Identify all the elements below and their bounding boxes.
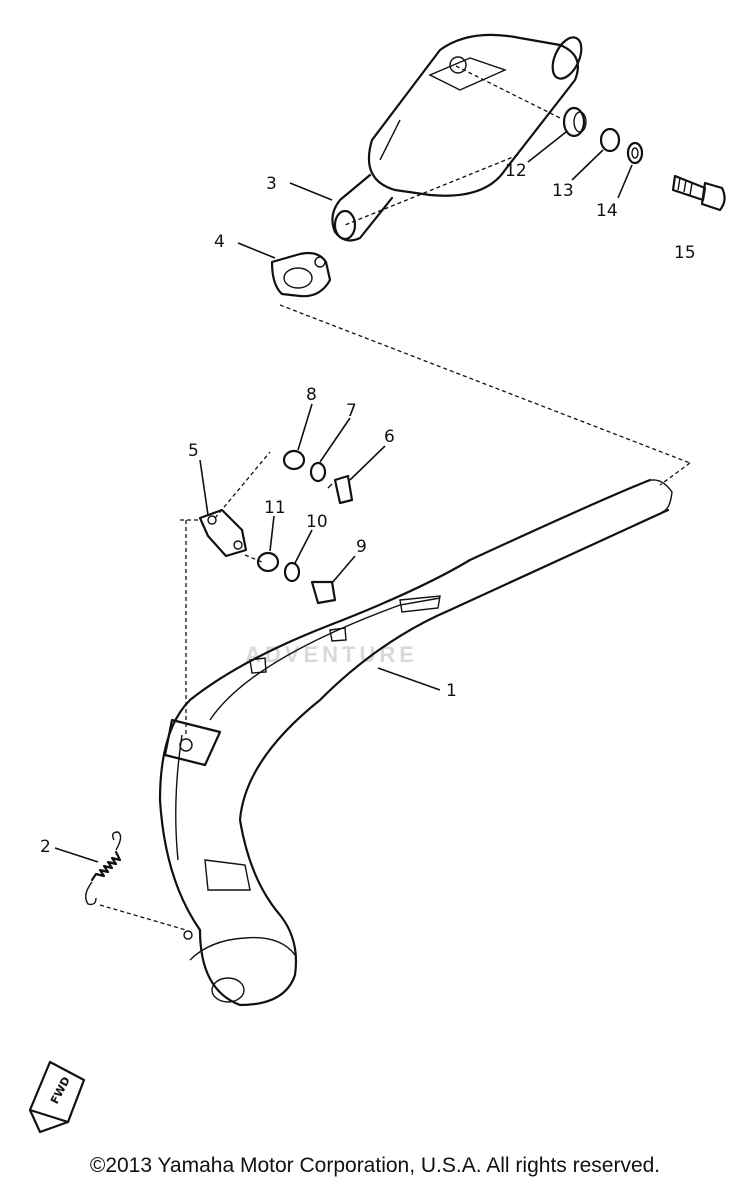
callout-13: 13 xyxy=(552,181,574,201)
callout-14: 14 xyxy=(596,201,618,221)
fwd-label: FWD xyxy=(48,1075,73,1107)
spring-part-2[interactable] xyxy=(85,831,122,906)
silencer-part-3[interactable] xyxy=(331,33,587,242)
callout-10: 10 xyxy=(306,512,328,532)
callout-7: 7 xyxy=(346,401,357,421)
copyright-notice: ©2013 Yamaha Motor Corporation, U.S.A. A… xyxy=(89,1154,661,1177)
bolt-part-9[interactable] xyxy=(310,580,337,605)
exhaust-pipe-part-1[interactable] xyxy=(158,478,673,1007)
callout-1: 1 xyxy=(446,681,457,701)
collar-part-13[interactable] xyxy=(599,127,621,153)
grommet-part-12[interactable] xyxy=(562,106,587,138)
bolt-part-6[interactable] xyxy=(327,474,354,505)
callout-8: 8 xyxy=(306,385,317,405)
washer-part-7[interactable] xyxy=(309,461,327,483)
washer-part-14[interactable] xyxy=(626,141,644,165)
damper-part-11[interactable] xyxy=(256,551,280,573)
clamp-part-4[interactable] xyxy=(270,251,332,298)
callout-6: 6 xyxy=(384,427,395,447)
callout-15: 15 xyxy=(674,243,696,263)
callout-12: 12 xyxy=(505,161,527,181)
callout-2: 2 xyxy=(40,837,51,857)
forward-arrow-icon: FWD xyxy=(28,1060,86,1134)
callout-4: 4 xyxy=(214,232,225,252)
bracket-part-5[interactable] xyxy=(198,508,248,558)
callout-5: 5 xyxy=(188,441,199,461)
callout-9: 9 xyxy=(356,537,367,557)
callout-11: 11 xyxy=(264,498,286,518)
bolt-part-15[interactable] xyxy=(671,174,726,212)
damper-part-8[interactable] xyxy=(282,449,306,471)
washer-part-10[interactable] xyxy=(283,561,301,583)
callout-3: 3 xyxy=(266,174,277,194)
